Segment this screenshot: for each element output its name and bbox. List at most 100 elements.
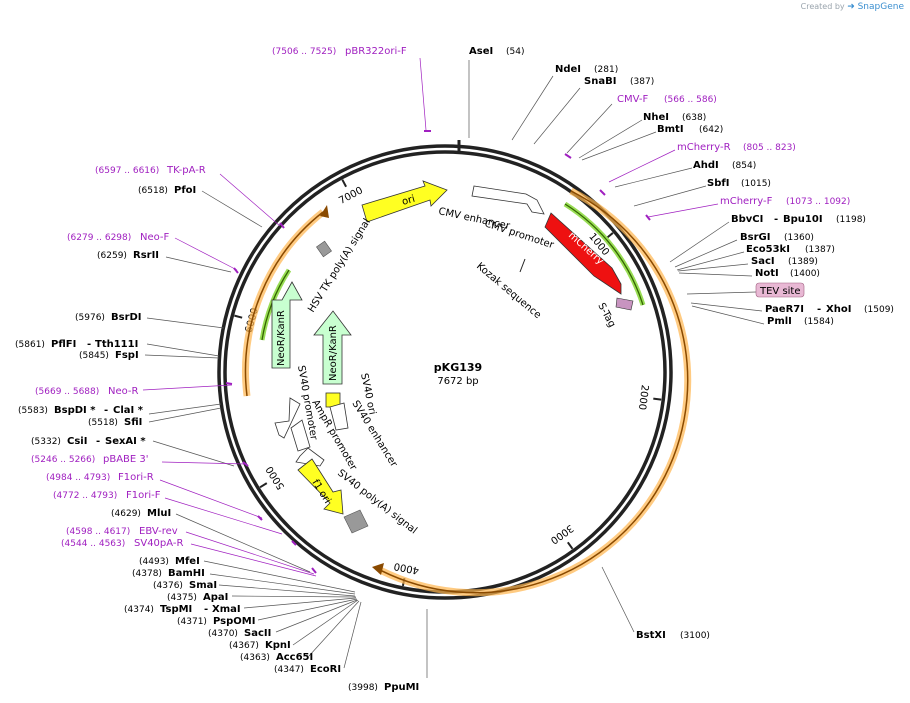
enzyme-kpnI: KpnI [265,640,291,651]
enzyme-ecorI-pos: (4347) [274,665,304,675]
enzyme-bamhI: BamHI [168,568,205,579]
neo-inner-label: NeoR/KanR [328,325,339,381]
enzyme-rsrII-pos: (6259) [97,251,127,261]
primer-mcherry-r-range: (805 .. 823) [743,143,796,153]
enzyme-mluI: MluI [147,508,171,519]
enzyme-kpnI-pos: (4367) [229,641,259,651]
enzyme-sacI-pos: (1389) [788,257,818,267]
enzyme-bmtI: BmtI [657,124,684,135]
primer-f1ori-f: F1ori-F [126,490,161,501]
plasmid-name: pKG139 [434,361,482,374]
neo-inner-feature [313,310,352,385]
stag-label: S-Tag [595,301,617,329]
enzyme-tspmI: TspMI [160,604,192,615]
primer-f1ori-r-range: (4984 .. 4793) [46,473,110,483]
enzyme-fspI: FspI [115,350,139,361]
ori-label: ori [401,194,417,208]
tick-label-5000: 5000 [264,464,287,491]
enzyme-bstxI: BstXI [636,630,666,641]
credit-prefix: Created by [800,2,845,11]
enzyme-ahdI: AhdI [693,160,719,171]
primer-cmv-f: CMV-F [617,94,648,105]
primer-f1ori-r: F1ori-R [118,472,154,483]
enzyme-sbfI-pos: (1015) [741,179,771,189]
cmv-promoter-label: CMV promoter [483,218,556,251]
enzyme-aseI-pos: (54) [506,47,524,57]
primer-mcherry-f-range: (1073 .. 1092) [786,197,850,207]
orf-arc-large-line [379,190,689,594]
features: ori mCherry f1 ori [271,180,634,534]
enzyme-pspomI-pos: (4371) [177,617,207,627]
enzyme-xhoI: XhoI [826,304,851,315]
enzyme-bsrgI-pos: (1360) [784,233,814,243]
enzyme-ecorI: EcoRI [310,664,341,675]
enzyme-bbvcI-pos: (1198) [836,215,866,225]
enzyme-bmtI-pos: (642) [699,125,723,135]
plasmid-length: 7672 bp [437,376,478,387]
primer-mcherry-r: mCherry-R [677,142,731,153]
primer-pbabe-range: (5246 .. 5266) [31,455,95,465]
enzyme-bpu10I: Bpu10I [783,214,823,225]
enzyme-paer7I-sep: - [817,304,821,315]
snapgene-credit: Created by ➜ SnapGene [801,2,904,12]
enzyme-sfiI: SfiI [124,417,142,428]
green-orf-right-line [564,203,644,306]
enzyme-apaI-pos: (4375) [167,593,197,603]
enzyme-bsrdI-pos: (5976) [75,313,105,323]
primer-f1ori-f-range: (4772 .. 4793) [53,491,117,501]
primer-sv40pa-r-range: (4544 .. 4563) [61,539,125,549]
enzyme-pflfI-sep: - [87,339,91,350]
enzyme-tspmI-sep: - [204,604,208,615]
enzyme-eco53kI: Eco53kI [746,244,790,255]
enzyme-claI: ClaI * [113,405,144,416]
tick-label-2000: 2000 [636,384,650,411]
neo-outer-label: NeoR/KanR [276,310,287,366]
enzyme-pmlI: PmlI [767,316,792,327]
leader-lines [142,57,765,678]
stag-feature [615,297,634,311]
enzyme-smaI: SmaI [189,580,217,591]
primer-pbabe: pBABE 3' [103,454,149,465]
enzyme-csiI-sep: - [96,436,100,447]
primer-neo-f-range: (6279 .. 6298) [67,233,131,243]
sv40-polya-label: SV40 poly(A) signal [335,468,419,537]
primer-cmv-f-range: (566 .. 586) [664,95,717,105]
enzyme-tth111I: Tth111I [95,339,138,350]
enzyme-ahdI-pos: (854) [732,161,756,171]
enzyme-pflfI: PflFI [51,339,76,350]
enzyme-tspmI-pos: (4374) [124,605,154,615]
enzyme-bspdI: BspDI * [54,405,96,416]
enzyme-snabI: SnaBI [584,76,616,87]
kozak-marker [519,258,526,273]
primer-neo-r-range: (5669 .. 5688) [35,387,99,397]
enzyme-mfeI: MfeI [175,556,200,567]
enzyme-pfoI: PfoI [174,185,196,196]
backbone-outer [217,144,673,600]
enzyme-bstxI-pos: (3100) [680,631,710,641]
credit-brand: SnapGene [857,2,904,12]
enzyme-sacII: SacII [244,628,271,639]
right-labels: AseI (54) NdeI (281) SnaBI (387) NheI (6… [272,46,894,641]
kozak-label: Kozak sequence [474,261,543,321]
enzyme-ndeI-pos: (281) [594,65,618,75]
primer-tk-pa-r-range: (6597 .. 6616) [95,166,159,176]
enzyme-csiI-pos: (5332) [31,437,61,447]
enzyme-sacII-pos: (4370) [208,629,238,639]
enzyme-sexaI: SexAI * [105,436,146,447]
primer-marks [225,130,651,574]
tick-1000 [606,232,614,239]
enzyme-pflfI-pos: (5861) [15,340,45,350]
ampr-promoter-feature [290,419,311,452]
enzyme-bsrgI: BsrGI [740,232,770,243]
tick-label-3000: 3000 [548,522,575,546]
tev-site-badge [755,282,805,298]
enzyme-smaI-pos: (4376) [153,581,183,591]
primer-pbr322-range: (7506 .. 7525) [272,47,336,57]
enzyme-eco53kI-pos: (1387) [805,245,835,255]
enzyme-bsrdI: BsrDI [111,312,142,323]
primer-pbr322: pBR322ori-F [345,46,407,57]
enzyme-ppumI-pos: (3998) [348,683,378,693]
snapgene-logo: ➜ SnapGene [847,2,904,12]
enzyme-ndeI: NdeI [555,64,581,75]
